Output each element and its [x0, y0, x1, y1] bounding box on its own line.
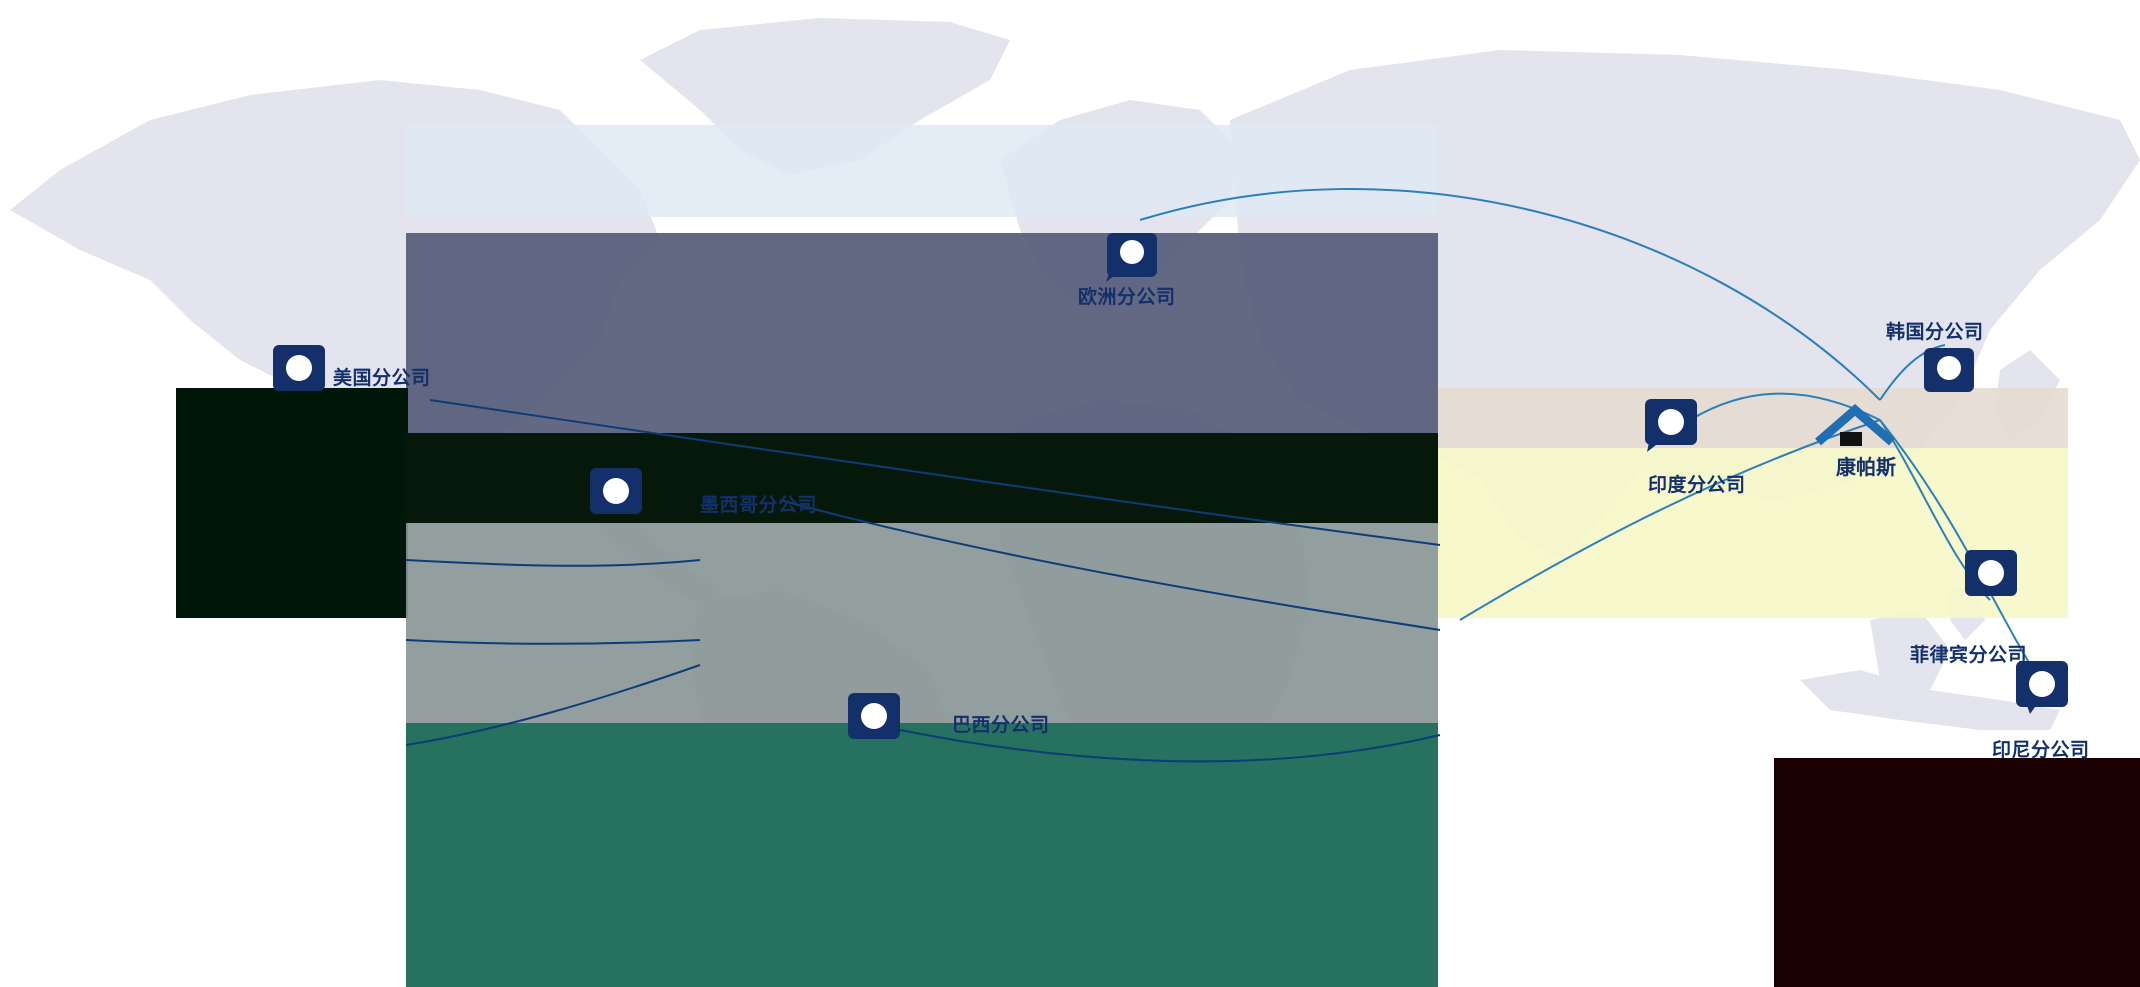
band-green	[406, 723, 1438, 987]
band-slate	[406, 233, 1438, 433]
marker-korea[interactable]	[1924, 348, 1974, 392]
label-india: 印度分公司	[1648, 474, 1746, 496]
label-mexico: 墨西哥分公司	[700, 494, 818, 516]
band-grey	[406, 523, 1438, 723]
marker-philippines[interactable]	[1965, 550, 2017, 596]
label-headquarters: 康帕斯	[1836, 455, 1896, 479]
label-brazil: 巴西分公司	[952, 714, 1050, 736]
band-dark-left	[176, 388, 408, 618]
marker-usa[interactable]	[273, 345, 325, 391]
band-dark-mid	[406, 433, 1438, 523]
band-maroon	[1774, 758, 2140, 987]
overlay-bands	[176, 125, 2140, 987]
band-top	[406, 125, 1438, 217]
route-east-fan	[1459, 419, 1881, 621]
label-indonesia: 印尼分公司	[1992, 739, 2090, 761]
marker-europe[interactable]	[1106, 233, 1157, 282]
band-sand	[1438, 388, 2068, 448]
route-west-a	[405, 559, 701, 567]
route-west-c	[405, 664, 701, 746]
route-korea	[1879, 344, 1946, 401]
marker-india[interactable]	[1645, 399, 1697, 452]
route-mexico	[779, 499, 1441, 631]
marker-indonesia[interactable]	[2016, 661, 2068, 714]
label-korea: 韩国分公司	[1886, 321, 1984, 343]
land-borneo	[1870, 610, 1950, 690]
route-west-b	[405, 639, 701, 645]
label-usa: 美国分公司	[333, 367, 431, 389]
route-usa	[429, 399, 1441, 546]
band-yellow	[1438, 448, 2068, 618]
land-indonesia	[1800, 670, 2060, 730]
house-icon[interactable]	[1815, 404, 1895, 446]
marker-brazil[interactable]	[848, 693, 900, 739]
route-brazil	[899, 729, 1441, 763]
label-europe: 欧洲分公司	[1078, 286, 1176, 308]
label-philippines: 菲律宾分公司	[1910, 644, 2028, 666]
routes	[405, 188, 2041, 763]
office-markers	[273, 233, 2068, 739]
route-europe	[1139, 188, 1881, 401]
marker-mexico[interactable]	[590, 468, 642, 514]
